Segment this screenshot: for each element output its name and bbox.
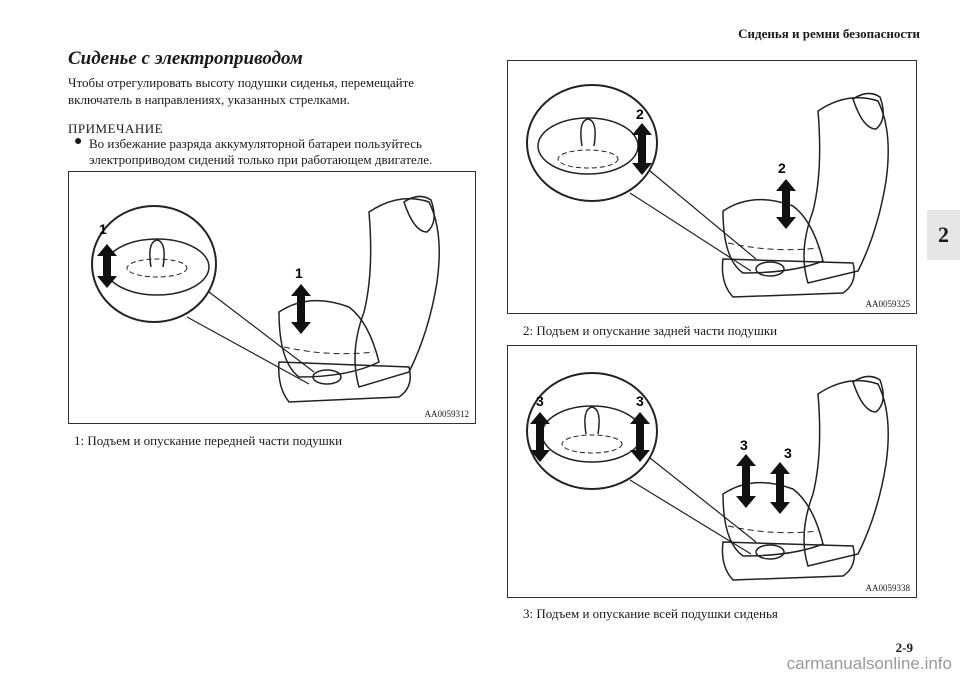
callout-marker-3d: 3 xyxy=(784,445,792,461)
callout-marker-1b: 1 xyxy=(295,265,303,281)
figure-1: 1 1 AA0059312 xyxy=(68,171,476,424)
callout-marker-2a: 2 xyxy=(636,106,644,122)
intro-line-2: включатель в направлениях, указанных стр… xyxy=(68,92,350,107)
chapter-tab: 2 xyxy=(927,210,960,260)
intro-line-1: Чтобы отрегулировать высоту подушки сиде… xyxy=(68,75,415,90)
watermark-text: carmanualsonline.info xyxy=(786,654,952,673)
seat-illustration-1: 1 1 xyxy=(91,195,440,403)
page-number: 2-9 xyxy=(895,640,913,655)
section-title: Сиденье с электроприводом xyxy=(68,48,303,69)
header-title: Сиденья и ремни безопасности xyxy=(738,26,920,41)
note-text: Во избежание разряда аккумуляторной бата… xyxy=(89,136,489,168)
figure-caption-1: 1: Подъем и опускание передней части под… xyxy=(74,433,343,448)
figure-code-1: AA0059312 xyxy=(424,409,470,419)
intro-text: Чтобы отрегулировать высоту подушки сиде… xyxy=(68,74,468,108)
note-line-1: Во избежание разряда аккумуляторной бата… xyxy=(89,136,422,151)
bullet-icon: ● xyxy=(74,134,83,149)
note-label: ПРИМЕЧАНИЕ xyxy=(68,121,164,136)
note-line-2: электроприводом сидений только при работ… xyxy=(89,152,433,167)
callout-marker-3a: 3 xyxy=(536,393,544,409)
callout-marker-2b: 2 xyxy=(778,160,786,176)
figure-code-2: AA0059325 xyxy=(865,299,911,309)
callout-marker-3b: 3 xyxy=(636,393,644,409)
callout-marker-3c: 3 xyxy=(740,437,748,453)
figure-caption-2: 2: Подъем и опускание задней части подуш… xyxy=(523,323,778,338)
seat-illustration-2: 2 2 xyxy=(526,84,889,298)
figure-caption-3: 3: Подъем и опускание всей подушки сиден… xyxy=(523,606,778,621)
figure-code-3: AA0059338 xyxy=(865,583,911,593)
seat-illustration-3: 3 3 3 3 xyxy=(526,372,889,581)
callout-marker-1a: 1 xyxy=(99,221,107,237)
figure-2: 2 2 AA0059325 xyxy=(507,60,917,314)
figure-3: 3 3 3 3 AA0059338 xyxy=(507,345,917,598)
